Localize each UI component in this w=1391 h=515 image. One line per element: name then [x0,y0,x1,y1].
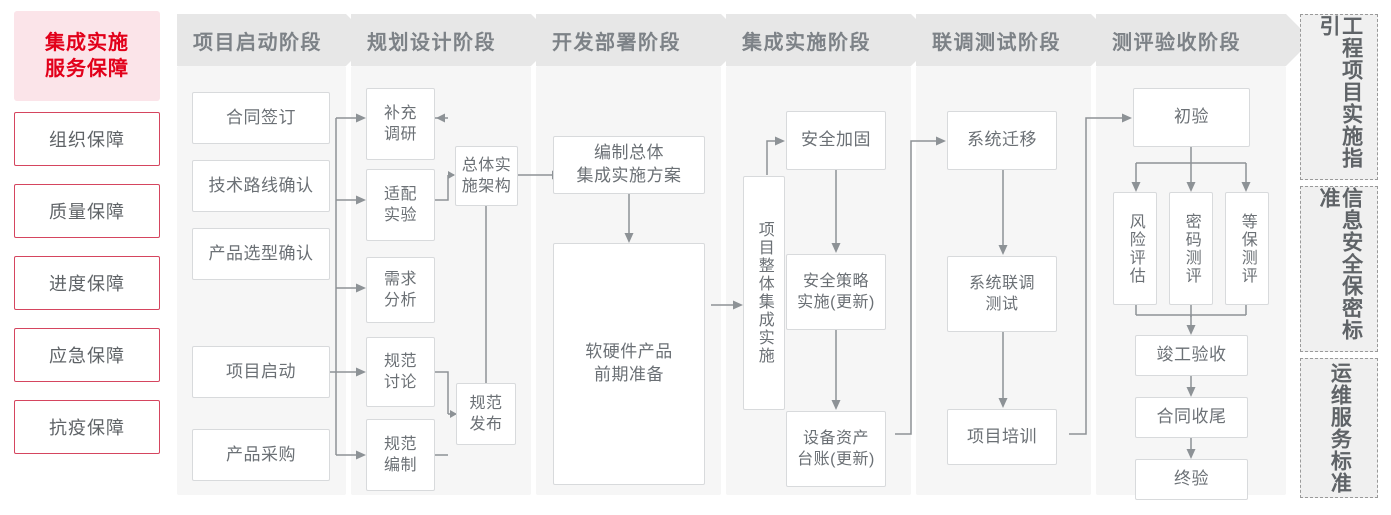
node-spec-release[interactable]: 规范发布 [456,383,516,445]
node-label: 终验 [1174,469,1209,489]
sidebar-item-organization[interactable]: 组织保障 [14,112,160,166]
sidebar-item-label: 组织保障 [49,130,125,150]
sidebar-title-line1: 集成实施 [45,31,129,54]
node-label: 技术路线确认 [208,175,314,195]
standard-card-security[interactable]: 信息安全保密标准 [1300,186,1378,352]
node-label: 设备资产台账(更新) [797,429,875,468]
node-adaptation-experiment[interactable]: 适配实验 [366,169,435,241]
sidebar-item-label: 进度保障 [49,274,125,294]
standard-card-guideline[interactable]: 工程项目实施指引 [1300,14,1378,180]
standard-card-ops[interactable]: 运维服务标准 [1300,358,1378,498]
node-label: 规范发布 [469,394,503,433]
phase-header-integration[interactable]: 集成实施阶段 [726,14,911,66]
standard-label: 工程项目实施指引 [1317,15,1363,169]
node-label: 规范讨论 [383,352,417,391]
sidebar-item-label: 质量保障 [49,202,125,222]
node-hw-sw-preparation[interactable]: 软硬件产品前期准备 [553,243,705,485]
node-label: 补充调研 [383,104,417,143]
node-label: 规范编制 [383,435,417,474]
node-label: 项目培训 [967,426,1037,446]
phase-header-startup[interactable]: 项目启动阶段 [177,14,346,66]
node-project-training[interactable]: 项目培训 [947,409,1057,465]
node-label: 编制总体集成实施方案 [576,143,682,185]
node-contract-signing[interactable]: 合同签订 [192,92,330,144]
sidebar-item-quality[interactable]: 质量保障 [14,184,160,238]
node-draft-master-plan[interactable]: 编制总体集成实施方案 [553,136,705,194]
standard-label: 信息安全保密标准 [1317,187,1363,341]
node-product-procurement[interactable]: 产品采购 [192,429,330,481]
node-label: 安全加固 [801,130,871,150]
sidebar-item-label: 应急保障 [49,346,125,366]
node-label: 等保测评 [1238,212,1256,285]
node-project-kickoff[interactable]: 项目启动 [192,346,330,398]
phase-header-planning[interactable]: 规划设计阶段 [351,14,531,66]
sidebar-item-label: 抗疫保障 [49,418,125,438]
node-supplementary-research[interactable]: 补充调研 [366,88,435,160]
node-security-hardening[interactable]: 安全加固 [786,111,886,170]
node-preliminary-acceptance[interactable]: 初验 [1133,88,1250,147]
node-label: 合同收尾 [1156,407,1227,427]
node-label: 竣工验收 [1156,345,1227,365]
node-label: 项目整体集成实施 [755,221,773,365]
node-system-migration[interactable]: 系统迁移 [947,111,1057,170]
phase-title: 集成实施阶段 [742,31,871,54]
node-label: 需求分析 [383,270,417,309]
sidebar-item-epidemic[interactable]: 抗疫保障 [14,400,160,454]
node-security-policy[interactable]: 安全策略实施(更新) [786,254,886,330]
phase-title: 项目启动阶段 [193,31,322,54]
node-joint-debug-test[interactable]: 系统联调测试 [947,256,1057,332]
node-label: 适配实验 [383,185,417,224]
phase-title: 开发部署阶段 [552,31,681,54]
sidebar-item-schedule[interactable]: 进度保障 [14,256,160,310]
phase-header-deploy[interactable]: 开发部署阶段 [536,14,721,66]
node-label: 产品采购 [226,444,296,464]
node-product-selection[interactable]: 产品选型确认 [192,228,330,280]
node-label: 总体实施架构 [461,156,512,195]
phase-title: 规划设计阶段 [367,31,496,54]
sidebar-item-emergency[interactable]: 应急保障 [14,328,160,382]
sidebar-title-line2: 服务保障 [45,58,129,80]
node-label: 产品选型确认 [208,243,314,263]
node-crypto-evaluation[interactable]: 密码测评 [1169,192,1213,305]
node-spec-drafting[interactable]: 规范编制 [366,419,435,491]
sidebar-title-card: 集成实施 服务保障 [14,11,160,101]
node-overall-architecture[interactable]: 总体实施架构 [455,146,518,206]
node-label: 风险评估 [1126,212,1144,285]
node-tech-route-confirm[interactable]: 技术路线确认 [192,160,330,212]
node-label: 软硬件产品前期准备 [585,342,673,384]
phase-title: 联调测试阶段 [932,31,1061,54]
standard-label: 运维服务标准 [1328,362,1352,494]
node-label: 系统迁移 [967,130,1037,150]
node-final-acceptance[interactable]: 终验 [1135,459,1248,500]
node-asset-ledger[interactable]: 设备资产台账(更新) [786,411,886,487]
phase-header-acceptance[interactable]: 测评验收阶段 [1096,14,1286,66]
node-label: 合同签订 [226,107,296,127]
node-risk-assessment[interactable]: 风险评估 [1113,192,1157,305]
phase-title: 测评验收阶段 [1112,31,1241,54]
node-label: 密码测评 [1182,212,1200,285]
node-label: 系统联调测试 [968,274,1035,313]
node-mlps-evaluation[interactable]: 等保测评 [1225,192,1269,305]
node-overall-integration[interactable]: 项目整体集成实施 [743,176,785,410]
node-requirements-analysis[interactable]: 需求分析 [366,257,435,323]
node-spec-discussion[interactable]: 规范讨论 [366,337,435,407]
node-contract-closeout[interactable]: 合同收尾 [1135,397,1248,438]
phase-header-joint-test[interactable]: 联调测试阶段 [916,14,1091,66]
node-final-completion[interactable]: 竣工验收 [1135,335,1248,376]
node-label: 项目启动 [226,361,296,381]
node-label: 初验 [1174,107,1209,127]
node-label: 安全策略实施(更新) [797,272,875,311]
